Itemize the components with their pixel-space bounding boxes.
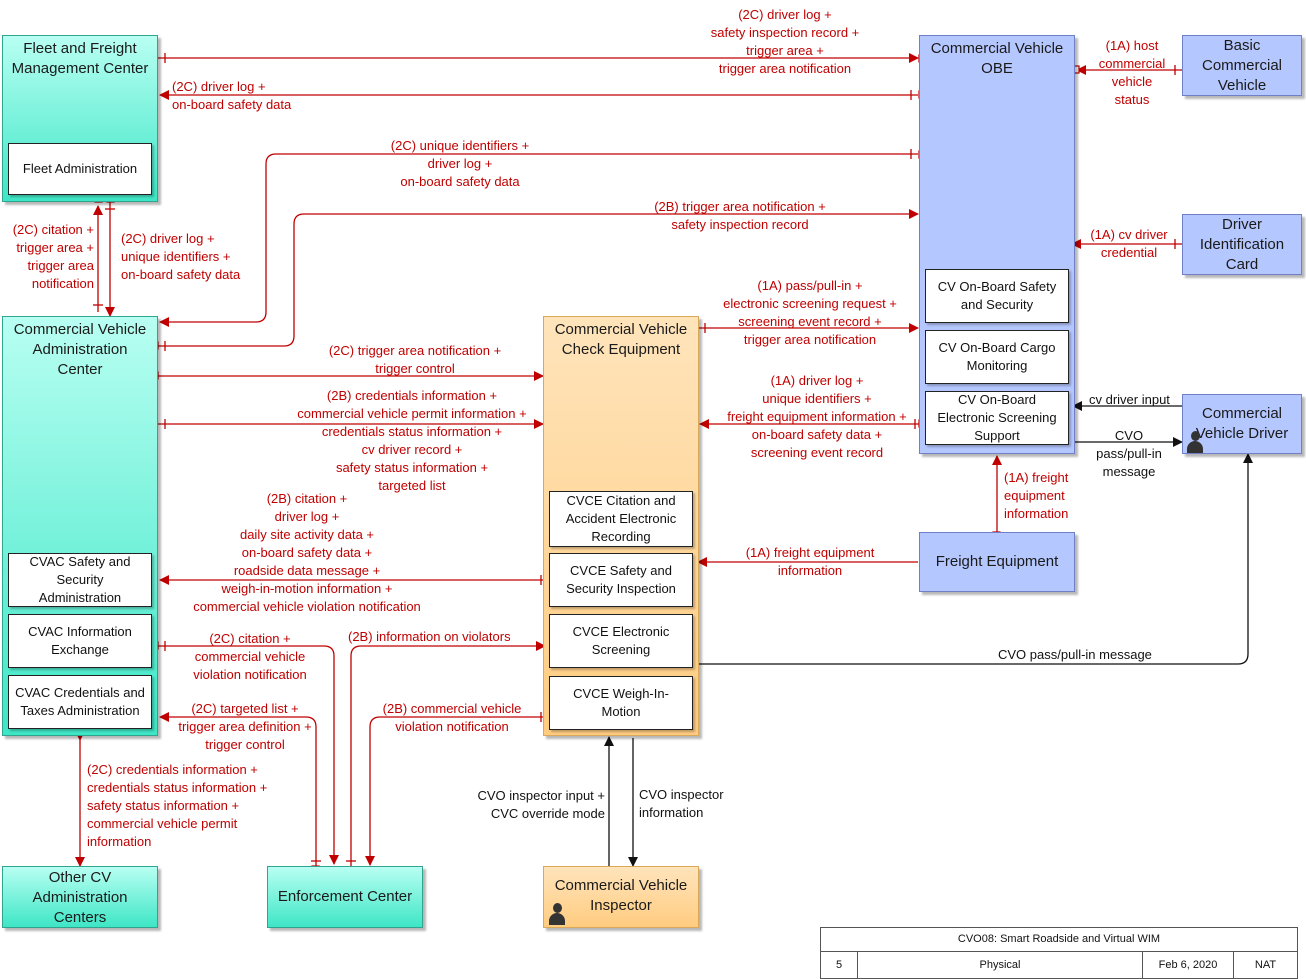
page-cell: 5 (820, 951, 858, 979)
enforcement-center[interactable]: Enforcement Center (267, 866, 423, 928)
fleet-management-title: Fleet and Freight Management Center (11, 40, 149, 77)
freight-title: Freight Equipment (935, 553, 1059, 570)
driver-card-title: Driver Identification Card (1199, 216, 1285, 273)
obe-title: Commercial Vehicle OBE (930, 40, 1064, 77)
flow-line (159, 712, 317, 868)
flow-label: (1A) host commercial vehicle status (1098, 38, 1166, 107)
cvac-safety-security-admin[interactable]: CVAC Safety and Security Administration (8, 553, 152, 607)
fleet-administration[interactable]: Fleet Administration (8, 143, 152, 195)
flow-label: (2B) commercial vehicle violation notifi… (382, 701, 522, 734)
driver-identification-card[interactable]: Driver Identification Card (1182, 214, 1302, 275)
flow-line (158, 645, 339, 865)
diagram-date: Feb 6, 2020 (1158, 959, 1218, 971)
cvce-weigh-in-motion[interactable]: CVCE Weigh-In- Motion (549, 676, 693, 730)
view-name: Physical (979, 959, 1021, 971)
flow-label: (2B) trigger area notification + safety … (654, 199, 826, 232)
flow-label: cv driver input (1089, 392, 1170, 407)
flow-label: CVO pass/pull-in message (998, 647, 1152, 662)
flow-label: (2C) citation + trigger area + trigger a… (12, 222, 94, 291)
flow-label: (2B) citation + driver log + daily site … (193, 491, 421, 614)
flow-label: (2C) driver log + on-board safety data (172, 79, 292, 112)
driver-title: Commercial Vehicle Driver (1195, 405, 1289, 442)
other-cvac-title: Other CV Administration Centers (32, 869, 128, 926)
basic-commercial-vehicle[interactable]: Basic Commercial Vehicle (1182, 35, 1302, 96)
flow-label: CVO inspector input + CVC override mode (477, 788, 605, 821)
flow-label: CVO pass/pull-in message (1096, 428, 1162, 479)
freight-equipment[interactable]: Freight Equipment (919, 532, 1075, 592)
cvce-electronic-screening[interactable]: CVCE Electronic Screening (549, 614, 693, 668)
flow-label: (2C) trigger area notification + trigger… (328, 343, 502, 376)
flow-line (159, 153, 918, 327)
code-cell: NAT (1233, 951, 1298, 979)
flow-label: (2C) credentials information + credentia… (87, 762, 268, 849)
flow-label: (1A) freight equipment information (745, 545, 875, 578)
cvce-safety-inspection[interactable]: CVCE Safety and Security Inspection (549, 553, 693, 607)
person-icon (549, 903, 565, 925)
cvce-title: Commercial Vehicle Check Equipment (554, 321, 688, 358)
cv-inspector[interactable]: Commercial Vehicle Inspector (543, 866, 699, 928)
flow-label: (2C) driver log + unique identifiers + o… (121, 231, 241, 282)
flow-line (698, 453, 1253, 665)
enforcement-title: Enforcement Center (277, 888, 413, 905)
flow-label: (2C) unique identifiers + driver log + o… (390, 138, 530, 189)
cvac-credentials-taxes-admin[interactable]: CVAC Credentials and Taxes Administratio… (8, 675, 152, 729)
obe-electronic-screening-support[interactable]: CV On-Board Electronic Screening Support (925, 391, 1069, 445)
cv-driver[interactable]: Commercial Vehicle Driver (1182, 394, 1302, 454)
flow-label: (1A) pass/pull-in + electronic screening… (723, 278, 897, 347)
basic-cv-title: Basic Commercial Vehicle (1201, 37, 1282, 94)
cvce-citation-recording[interactable]: CVCE Citation and Accident Electronic Re… (549, 491, 693, 547)
flow-label: (1A) driver log + unique identifiers + f… (727, 373, 907, 460)
flow-label: (2B) credentials information + commercia… (297, 388, 527, 493)
flow-label: CVO inspector information (639, 787, 724, 820)
cvac-information-exchange[interactable]: CVAC Information Exchange (8, 614, 152, 668)
title-block-header: CVO08: Smart Roadside and Virtual WIM (820, 927, 1298, 952)
obe-cargo-monitoring[interactable]: CV On-Board Cargo Monitoring (925, 330, 1069, 384)
page-number: 5 (835, 959, 843, 971)
cv-administration-center[interactable]: Commercial Vehicle Administration Center (2, 316, 158, 736)
cv-obe[interactable]: Commercial Vehicle OBE (919, 35, 1075, 454)
flow-label: (1A) freight equipment information (1004, 470, 1069, 521)
flow-line (365, 716, 548, 866)
flow-label: (2C) driver log + safety inspection reco… (710, 7, 860, 76)
flow-label: (1A) cv driver credential (1090, 227, 1168, 260)
diagram-title: CVO08: Smart Roadside and Virtual WIM (957, 933, 1161, 945)
flow-label: (2C) targeted list + trigger area defini… (178, 701, 312, 752)
other-cv-administration-centers[interactable]: Other CV Administration Centers (2, 866, 158, 928)
flow-label: (2C) citation + commercial vehicle viola… (193, 631, 307, 682)
flow-line (158, 209, 919, 347)
cvac-title: Commercial Vehicle Administration Center (13, 321, 147, 378)
view-cell: Physical (857, 951, 1143, 979)
diagram-code: NAT (1254, 959, 1277, 971)
flow-line (350, 641, 546, 868)
inspector-title: Commercial Vehicle Inspector (554, 877, 688, 914)
date-cell: Feb 6, 2020 (1142, 951, 1234, 979)
person-icon (1187, 431, 1203, 453)
obe-safety-security[interactable]: CV On-Board Safety and Security (925, 269, 1069, 323)
flow-label: (2B) information on violators (348, 629, 511, 644)
